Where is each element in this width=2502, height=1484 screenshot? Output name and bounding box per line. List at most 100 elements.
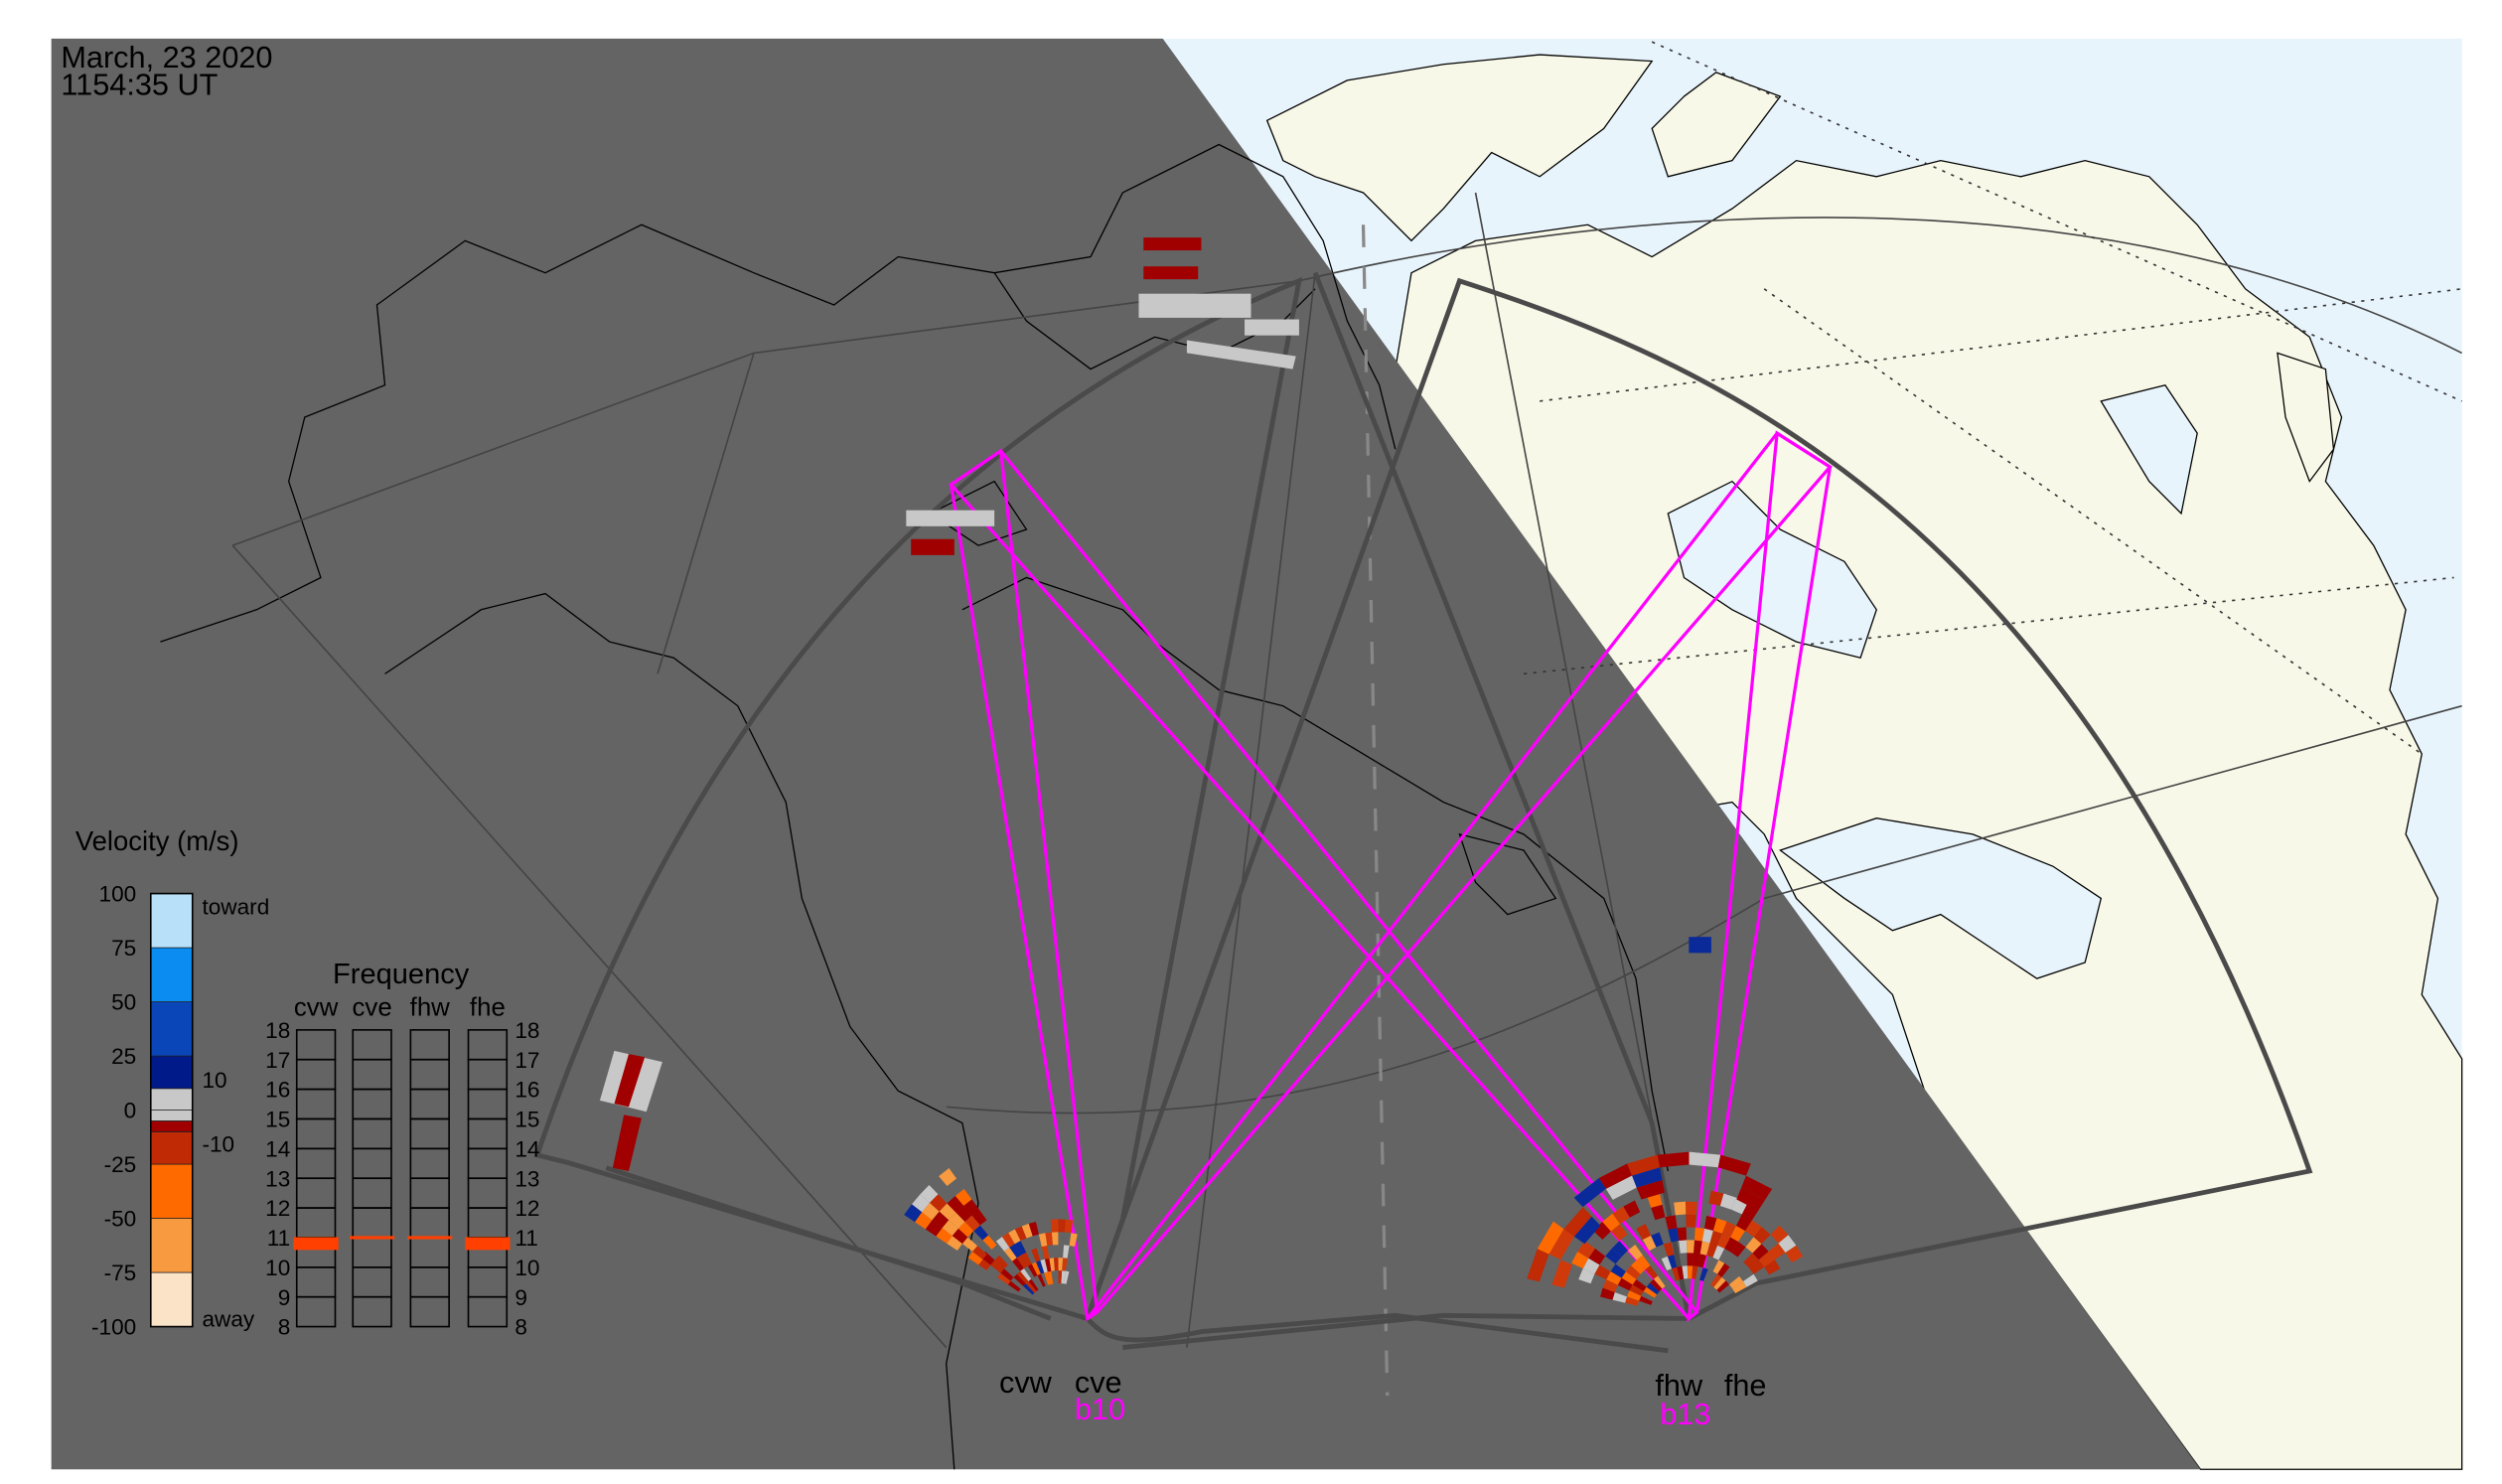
colorbar-tick: -50 — [104, 1207, 137, 1232]
frequency-tick-right: 9 — [515, 1285, 527, 1310]
colorbar-segment — [150, 1055, 194, 1090]
frequency-mark — [407, 1236, 453, 1240]
scatter-cell — [1697, 1254, 1707, 1268]
scatter-cell — [1717, 1154, 1751, 1176]
scatter-cell — [1563, 1207, 1592, 1237]
scatter-cell — [1009, 1244, 1022, 1259]
scatter-cell — [1013, 1273, 1026, 1286]
scatter-cell — [1713, 1276, 1726, 1290]
scatter-cell — [1602, 1279, 1618, 1293]
scatter-cell — [1687, 1240, 1694, 1254]
scatter-cell — [1770, 1225, 1789, 1244]
scatter-cell — [1689, 1151, 1721, 1168]
scatter-cell — [1753, 1227, 1771, 1245]
lower-threshold-label: -10 — [202, 1132, 234, 1157]
scatter-cell — [963, 1199, 979, 1216]
scatter-cell — [1612, 1292, 1627, 1303]
scatter-cell — [920, 1184, 939, 1203]
scatter-cell — [1736, 1187, 1766, 1211]
scatter-cell — [925, 1220, 943, 1237]
scatter-cell — [1693, 1253, 1700, 1267]
frequency-tick-right: 8 — [515, 1315, 527, 1340]
scatter-cell — [1031, 1261, 1041, 1275]
scatter-cell — [1606, 1271, 1622, 1285]
scatter-cell — [1061, 1270, 1066, 1284]
scatter-cell — [1632, 1167, 1663, 1188]
scatter-cell — [1687, 1265, 1693, 1279]
scatter-cell — [1053, 1258, 1059, 1271]
scatter-cell — [1768, 1243, 1786, 1261]
frequency-tick-right: 13 — [515, 1166, 539, 1191]
scatter-cell — [1035, 1260, 1045, 1274]
scatter-cell — [964, 1215, 980, 1232]
scatter-cell — [1045, 1232, 1053, 1247]
scatter-cell — [1748, 1260, 1765, 1274]
frequency-tick-left: 12 — [265, 1196, 290, 1221]
scatter-cell — [1058, 1270, 1063, 1284]
scatter-cell — [994, 1255, 1008, 1269]
scatter-cell — [1001, 1233, 1015, 1248]
radar-label-cve: cve — [1075, 1365, 1122, 1400]
scatter-cell — [1626, 1290, 1642, 1301]
scatter-cell — [1003, 1247, 1017, 1261]
frequency-tick-left: 11 — [267, 1226, 290, 1251]
scatter-cell — [1686, 1214, 1696, 1228]
scatter-cell — [1012, 1258, 1024, 1271]
scatter-cell — [1651, 1232, 1664, 1248]
colorbar-segment — [150, 1130, 194, 1165]
frequency-title: Frequency — [333, 959, 470, 990]
scatter-cell — [1063, 1270, 1070, 1284]
beam-outlines — [949, 430, 1833, 1323]
frequency-cell — [295, 1029, 337, 1061]
scatter-cell — [1021, 1223, 1033, 1239]
frequency-column-label: fhe — [470, 993, 506, 1021]
scatter-cell — [1661, 1256, 1673, 1271]
scatter-cell — [1594, 1264, 1611, 1280]
scatter-cell — [1639, 1295, 1653, 1305]
scatter-cell — [1627, 1245, 1643, 1261]
frequency-tick-left: 10 — [265, 1256, 290, 1280]
scatter-cell — [1058, 1258, 1064, 1271]
frequency-tick-left: 16 — [265, 1078, 290, 1103]
scatter-cell — [1745, 1220, 1762, 1238]
scatter-cell — [997, 1272, 1011, 1285]
scatter-cell — [1016, 1270, 1029, 1284]
colorbar-segment — [150, 1218, 194, 1273]
scatter-cell — [1047, 1270, 1054, 1284]
scatter-cell — [1582, 1258, 1600, 1274]
night-terminator — [51, 38, 2201, 1470]
scatter-cell — [971, 1209, 987, 1226]
frequency-tick-left: 14 — [265, 1136, 290, 1161]
scatter-cell — [1685, 1201, 1697, 1215]
scatter-cell — [1717, 1233, 1731, 1249]
radar-label-fhw: fhw — [1655, 1368, 1703, 1403]
scatter-cell — [1703, 1215, 1717, 1231]
scatter-cell — [1041, 1246, 1050, 1260]
scatter-cell — [1752, 1244, 1769, 1261]
scatter-cell — [1687, 1253, 1694, 1266]
scatter-cell — [1646, 1282, 1660, 1295]
scatter-cell — [1014, 1241, 1027, 1256]
beam-label-cv: b10 — [1075, 1392, 1125, 1426]
frequency-tick-right: 18 — [515, 1018, 539, 1043]
scatter-cell — [967, 1252, 983, 1265]
scatter-cell — [929, 1194, 948, 1212]
scatter-cell — [1625, 1265, 1641, 1279]
scatter-cell — [1724, 1237, 1739, 1253]
frequency-tick-right: 17 — [515, 1048, 539, 1073]
frequency-tick-right: 16 — [515, 1078, 539, 1103]
frequency-column-label: cvw — [294, 993, 339, 1021]
scatter-cell — [990, 1260, 1004, 1273]
scatter-cell — [1050, 1219, 1059, 1233]
scatter-cell — [1674, 1201, 1687, 1216]
scatter-cell — [1621, 1271, 1637, 1285]
scatter-cell — [1706, 1243, 1718, 1258]
scatter-cell — [1023, 1283, 1035, 1295]
scatter-cell — [1709, 1230, 1722, 1246]
scatter-cell — [1537, 1221, 1564, 1255]
frequency-tick-left: 18 — [265, 1018, 290, 1043]
scatter-cell — [1632, 1278, 1647, 1292]
scatter-cell — [1016, 1255, 1028, 1268]
